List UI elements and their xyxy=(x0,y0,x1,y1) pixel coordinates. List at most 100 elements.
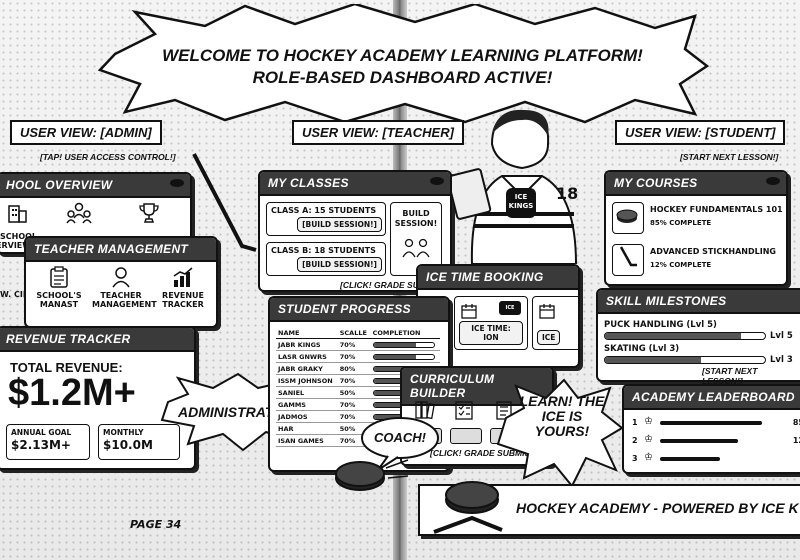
annual-goal-value: $2.13M+ xyxy=(11,438,71,452)
stick-icon xyxy=(619,246,637,267)
school-overview-side-label-2: ERVIEW xyxy=(0,241,32,250)
chart-icon xyxy=(173,267,193,287)
monthly-label: MONTHLY xyxy=(103,428,144,437)
skill-1-bar xyxy=(604,332,766,340)
student-pct: 50% xyxy=(339,424,356,433)
student-name: JABR KINGS xyxy=(278,340,321,349)
learn-burst xyxy=(496,378,624,488)
student-completion-bar-cell xyxy=(371,339,440,351)
leaderboard-row[interactable]: 1♔85 xyxy=(630,416,800,430)
class-b-card[interactable]: CLASS B: 18 STUDENTS [BUILD SESSION!] xyxy=(266,242,386,276)
banner-line-2: ROLE-BASED DASHBOARD ACTIVE! xyxy=(252,68,553,87)
books-icon[interactable] xyxy=(414,400,436,420)
annual-goal-label: ANNUAL GOAL xyxy=(11,428,72,437)
grade-submissions-note[interactable]: [CLICK! GRADE SUBMISSIONS!] xyxy=(340,280,473,290)
trophy-icon: ♔ xyxy=(644,416,653,427)
completion-bar-fill xyxy=(373,414,416,419)
class-a-name: CLASS A: 15 STUDENTS xyxy=(271,206,377,215)
course-1-status: 85% COMPLETE xyxy=(650,219,712,227)
school-manage-tile[interactable]: SCHOOL'S MANAST xyxy=(30,266,88,309)
annual-goal-box: ANNUAL GOAL $2.13M+ xyxy=(6,424,90,460)
student-pct: 70% xyxy=(339,376,356,385)
student-start-note[interactable]: [START NEXT LESSON!] xyxy=(680,152,779,162)
banner-text: WELCOME TO HOCKEY ACADEMY LEARNING PLATF… xyxy=(130,45,675,89)
class-b-build-session-button[interactable]: [BUILD SESSION!] xyxy=(297,257,382,272)
academy-leaderboard-panel: ACADEMY LEADERBOARD 1♔852♔123♔ xyxy=(622,384,800,474)
module-slot-2[interactable] xyxy=(450,428,482,444)
school-overview-side-label-3: W. CIMP xyxy=(0,290,37,299)
revenue-tracker-title: REVENUE TRACKER xyxy=(0,328,194,352)
ice-time-slot-2[interactable]: ICE xyxy=(532,296,578,350)
revenue-tracker-panel: REVENUE TRACKER TOTAL REVENUE: $1.2M+ AN… xyxy=(0,326,196,470)
document-icon[interactable] xyxy=(494,400,514,420)
ice-time-slot-button[interactable]: ICE TIME: ION xyxy=(459,321,523,345)
leaderboard-row[interactable]: 2♔12 xyxy=(630,434,800,448)
ice-time-booking-title: ICE TIME BOOKING xyxy=(418,266,578,290)
course-2-thumbnail[interactable] xyxy=(612,244,644,276)
puck-icon xyxy=(430,177,444,185)
puck-icon xyxy=(616,209,638,223)
leaderboard-rank: 3 xyxy=(632,454,638,463)
course-2-status: 12% COMPLETE xyxy=(650,261,712,269)
col-name: NAME xyxy=(278,329,300,337)
student-name: ISSM JOHNSON xyxy=(278,376,333,385)
skill-1-name: PUCK HANDLING (Lvl 5) xyxy=(604,320,717,330)
banner-line-1: WELCOME TO HOCKEY ACADEMY LEARNING PLATF… xyxy=(162,46,643,65)
clipboard-icon xyxy=(50,266,68,288)
admin-user-view-label[interactable]: USER VIEW: [ADMIN] xyxy=(10,120,162,145)
teacher-management-panel: TEACHER MANAGEMENT SCHOOL'S MANAST TEACH… xyxy=(24,236,218,328)
ice-time-slot[interactable]: ICE ICE TIME: ION xyxy=(454,296,528,350)
monthly-box: MONTHLY $10.0M xyxy=(98,424,180,460)
building-icon[interactable] xyxy=(6,202,28,228)
trophy-icon: ♔ xyxy=(644,434,653,445)
puck-icon xyxy=(335,459,409,491)
completion-bar xyxy=(372,353,435,360)
teacher-management-tile[interactable]: TEACHER MANAGEMENT xyxy=(92,266,157,309)
trophy-icon[interactable] xyxy=(138,202,160,228)
school-manage-label: SCHOOL'S MANAST xyxy=(36,291,82,309)
puck-icon xyxy=(766,177,780,185)
student-user-view-label[interactable]: USER VIEW: [STUDENT] xyxy=(615,120,786,145)
checklist-icon[interactable] xyxy=(454,400,474,420)
skill-1-fill xyxy=(605,333,741,339)
skill-2-bar xyxy=(604,356,766,364)
class-a-card[interactable]: CLASS A: 15 STUDENTS [BUILD SESSION!] xyxy=(266,202,386,236)
leaderboard-score: 12 xyxy=(792,436,800,445)
completion-bar-fill xyxy=(373,390,404,395)
leaderboard-score: 85 xyxy=(792,418,800,427)
ice-logo-icon: ICE xyxy=(499,301,521,315)
student-name: JADMOS xyxy=(278,412,308,421)
admin-tap-note[interactable]: [TAP! USER ACCESS CONTROL!] xyxy=(40,152,176,162)
teacher-user-view-label[interactable]: USER VIEW: [TEACHER] xyxy=(292,120,464,145)
skill-milestones-panel: SKILL MILESTONES PUCK HANDLING (Lvl 5) L… xyxy=(596,288,800,382)
hockey-player-illustration xyxy=(452,109,578,264)
school-overview-title: HOOL OVERVIEW xyxy=(0,174,190,198)
my-classes-title: MY CLASSES xyxy=(260,172,450,196)
total-revenue-value: $1.2M+ xyxy=(8,372,136,414)
revenue-tracker-tile[interactable]: REVENUE TRACKER xyxy=(154,266,212,309)
curriculum-grade-note[interactable]: [CLICK! GRADE SUBMISSIONS!] xyxy=(430,448,563,458)
col-completion: COMPLETION xyxy=(372,329,421,337)
calendar-icon xyxy=(461,304,477,319)
group-icon[interactable] xyxy=(66,202,92,228)
completion-bar-fill xyxy=(373,402,416,407)
student-pct: 70% xyxy=(339,400,356,409)
my-courses-panel: MY COURSES HOCKEY FUNDAMENTALS 101 85% C… xyxy=(604,170,788,286)
ice-time-slot-2-button[interactable]: ICE xyxy=(537,330,561,345)
puck-stick-icon xyxy=(433,481,503,534)
banner-burst xyxy=(97,4,710,124)
trophy-icon: ♔ xyxy=(644,452,653,463)
course-1-name[interactable]: HOCKEY FUNDAMENTALS 101 xyxy=(650,205,783,214)
class-a-build-session-button[interactable]: [BUILD SESSION!] xyxy=(297,217,382,232)
leaderboard-row[interactable]: 3♔ xyxy=(630,452,800,466)
leaderboard-bar xyxy=(660,439,738,443)
course-1-thumbnail[interactable] xyxy=(612,202,644,234)
students-icon xyxy=(402,238,430,258)
completion-bar-fill xyxy=(373,342,416,347)
course-2-name[interactable]: ADVANCED STICKHANDLING xyxy=(650,247,776,256)
skill-start-note[interactable]: [START NEXT LESSON!] xyxy=(702,366,758,386)
student-name: SANIEL xyxy=(278,388,305,397)
